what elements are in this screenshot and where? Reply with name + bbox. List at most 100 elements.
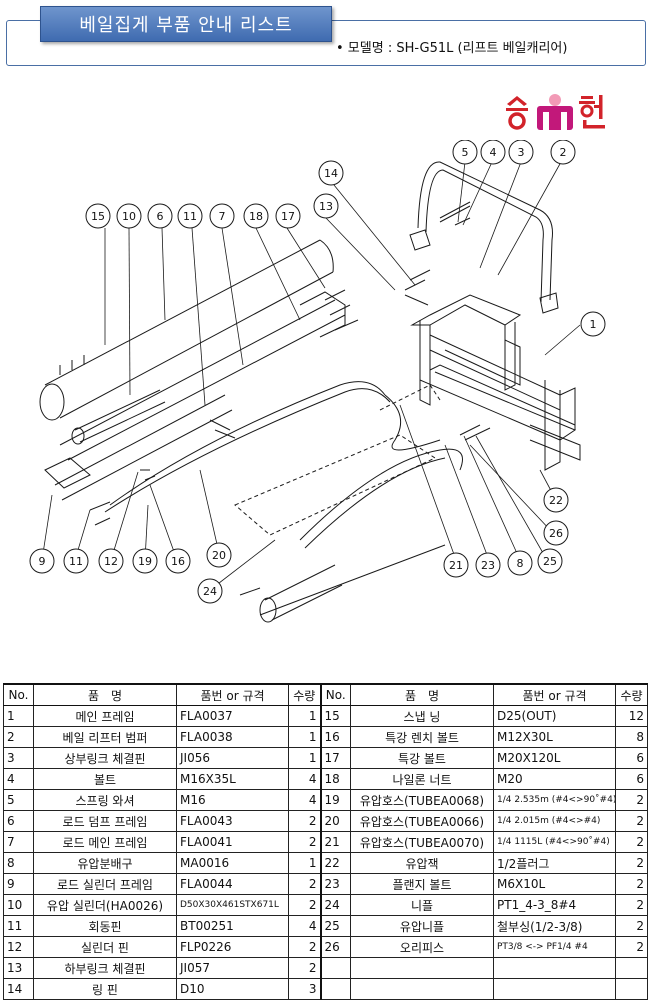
cell-no: 13 — [3, 957, 34, 979]
cell-no: 25 — [320, 915, 351, 937]
cell-no: 1 — [3, 705, 34, 727]
cell-code: FLA0044 — [176, 873, 289, 895]
hydraulic-hoses — [104, 381, 463, 616]
logo-m-mark — [537, 94, 573, 130]
cell-name: 실린더 핀 — [33, 936, 177, 958]
callout-label: 16 — [171, 555, 185, 568]
cell-no: 18 — [320, 768, 351, 790]
cell-qty — [615, 978, 648, 1000]
callout-16 — [85, 203, 111, 229]
cell-no: 20 — [320, 810, 351, 832]
cell-qty: 2 — [615, 873, 648, 895]
cell-name: 특강 렌치 볼트 — [350, 726, 494, 748]
main-frame — [410, 294, 581, 471]
callout-11-bottom — [63, 548, 89, 574]
cell-qty: 1 — [288, 705, 322, 727]
col-no: No. — [3, 683, 34, 706]
callout-14 — [318, 160, 344, 186]
cell-code: BT00251 — [176, 915, 289, 937]
cell-name: 로드 메인 프레임 — [33, 831, 177, 853]
cell-code: PT3/8 <-> PF1/4 #4 — [493, 936, 616, 958]
callout-18 — [243, 203, 269, 229]
cell-no: 6 — [3, 810, 34, 832]
cell-code: M16X35L — [176, 768, 289, 790]
cell-code: D50X30X461STX671L — [176, 894, 289, 916]
cell-qty: 2 — [615, 852, 648, 874]
cell-qty: 2 — [288, 831, 322, 853]
cell-qty: 2 — [615, 894, 648, 916]
hydraulic-cylinder — [71, 389, 166, 445]
callout-label: 2 — [560, 146, 567, 159]
cell-name: 로드 덤프 프레임 — [33, 810, 177, 832]
callout-label: 4 — [490, 146, 497, 159]
cell-name: 로드 실린더 프레임 — [33, 873, 177, 895]
callout-3 — [508, 140, 534, 165]
callout-9 — [29, 548, 55, 574]
cell-code: JI056 — [176, 747, 289, 769]
cell-qty: 12 — [615, 705, 648, 727]
callout-label: 23 — [481, 559, 495, 572]
callout-labels: 15 10 6 11 7 18 17 13 14 5 4 3 2 1 22 26… — [39, 146, 597, 598]
callout-label: 12 — [104, 555, 118, 568]
callout-13 — [313, 193, 339, 219]
callout-label: 6 — [157, 210, 164, 223]
cell-code: M20 — [493, 768, 616, 790]
callout-26 — [543, 520, 569, 546]
cell-no: 24 — [320, 894, 351, 916]
cell-name: 유압잭 — [350, 852, 494, 874]
cell-code: FLP0226 — [176, 936, 289, 958]
cell-no — [320, 957, 351, 979]
exploded-parts-diagram: 15 10 6 11 7 18 17 13 14 5 4 3 2 1 22 26… — [29, 140, 606, 623]
cell-code: MA0016 — [176, 852, 289, 874]
cell-qty: 2 — [615, 936, 648, 958]
spare-tube — [259, 564, 343, 623]
cell-no: 9 — [3, 873, 34, 895]
callout-11-top — [177, 203, 203, 229]
cell-no: 26 — [320, 936, 351, 958]
cell-no: 5 — [3, 789, 34, 811]
cell-no: 15 — [320, 705, 351, 727]
cell-code: M6X10L — [493, 873, 616, 895]
bale-lifter-bumper — [409, 161, 559, 314]
callout-22 — [543, 487, 569, 513]
cell-no: 23 — [320, 873, 351, 895]
callout-24 — [197, 578, 223, 604]
cell-no: 21 — [320, 831, 351, 853]
logo-hyeon-glyph — [579, 95, 605, 129]
cell-code: D10 — [176, 978, 289, 1000]
brand-logo — [506, 94, 605, 130]
callout-4 — [480, 140, 506, 165]
col-code: 품번 or 규격 — [493, 683, 616, 706]
callout-8 — [507, 550, 533, 576]
cell-code: 철부싱(1/2-3/8) — [493, 915, 616, 937]
callout-label: 7 — [219, 210, 226, 223]
cell-code: PT1_4-3_8#4 — [493, 894, 616, 916]
cell-name: 스냅 닝 — [350, 705, 494, 727]
cell-qty: 1 — [288, 852, 322, 874]
cell-no: 3 — [3, 747, 34, 769]
cell-no: 19 — [320, 789, 351, 811]
cell-no — [320, 978, 351, 1000]
cell-no: 22 — [320, 852, 351, 874]
page-title: 베일집게 부품 안내 리스트 — [40, 6, 332, 42]
callout-15 — [165, 548, 191, 574]
cell-name: 유압 실린더(HA0026) — [33, 894, 177, 916]
callout-25 — [537, 548, 563, 574]
callout-21 — [443, 552, 469, 578]
callout-19 — [132, 548, 158, 574]
callout-label: 8 — [517, 557, 524, 570]
cell-code — [493, 978, 616, 1000]
cell-name: 메인 프레임 — [33, 705, 177, 727]
cell-no: 17 — [320, 747, 351, 769]
cell-qty: 2 — [288, 810, 322, 832]
cell-code: FLA0041 — [176, 831, 289, 853]
cell-name: 스프링 와셔 — [33, 789, 177, 811]
cell-name: 회동핀 — [33, 915, 177, 937]
cell-code: M20X120L — [493, 747, 616, 769]
cell-name: 나일론 너트 — [350, 768, 494, 790]
